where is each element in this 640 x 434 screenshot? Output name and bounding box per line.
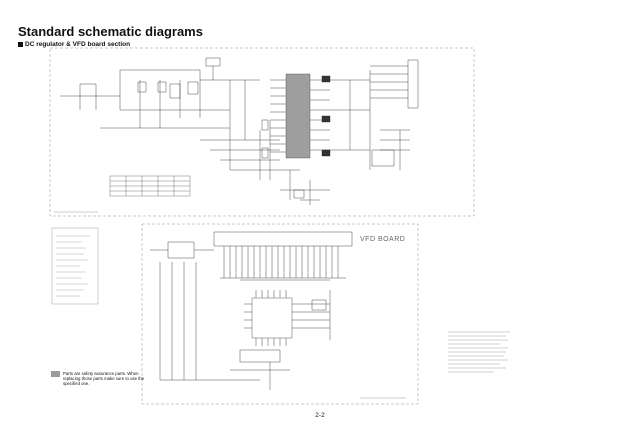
vfd-board-label: VFD BOARD	[360, 236, 406, 243]
page-number: 2-2	[315, 412, 325, 419]
mcu-ic	[251, 297, 293, 339]
section-subtitle-text: DC regulator & VFD board section	[25, 41, 131, 48]
safety-mark-icon	[51, 371, 60, 377]
vfd-connector-strip	[213, 231, 353, 247]
vfd-board-outline	[141, 223, 419, 405]
legend-box	[51, 227, 99, 305]
regulator-board-outline	[49, 47, 475, 217]
safety-notice: Parts are safety assurance parts. When r…	[63, 371, 145, 387]
page-title: Standard schematic diagrams	[18, 24, 203, 39]
bullet-square-icon	[18, 42, 23, 47]
section-subtitle: DC regulator & VFD board section	[18, 41, 130, 48]
main-ic-block	[285, 73, 311, 159]
